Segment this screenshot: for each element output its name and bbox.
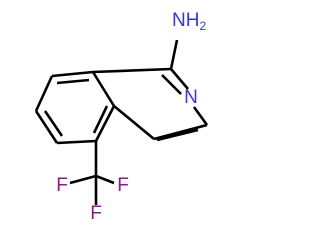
bond-c8a-c8 (51, 70, 94, 78)
bond-c8-c8-inner (56, 78, 90, 85)
bond-c7-c6 (34, 110, 59, 144)
bond-c5-c4a (94, 105, 116, 142)
bonds (34, 39, 209, 205)
fluorine-left-label: F (56, 175, 68, 196)
atom-labels: NH2 N F F F (56, 10, 206, 224)
amine-label: NH2 (172, 10, 206, 33)
molecule-structure: NH2 N F F F (34, 10, 209, 224)
bond-c3-c4-inner (156, 128, 199, 142)
ring-nitrogen-label: N (184, 87, 198, 108)
bond-cf3-f-right (95, 174, 115, 185)
bond-cf3-f-left (69, 174, 97, 185)
bond-c4-c4a (113, 104, 155, 141)
bond-c1-n2 (170, 68, 189, 90)
bond-c1-nh2 (169, 39, 179, 70)
bond-c6-c5 (56, 139, 97, 145)
bond-c5-c4a-inner (92, 105, 109, 134)
bond-c4a-c8a (91, 71, 116, 107)
bond-c7-c6-inner (43, 110, 64, 137)
bond-c3-c4 (153, 123, 208, 141)
bond-n2-c3 (192, 106, 209, 126)
bond-c8-c7 (34, 75, 54, 112)
fluorine-bottom-label: F (90, 203, 102, 224)
bond-c8a-c1 (92, 67, 172, 74)
fluorine-right-label: F (117, 175, 129, 196)
bond-c1-n2-inner (161, 74, 182, 95)
